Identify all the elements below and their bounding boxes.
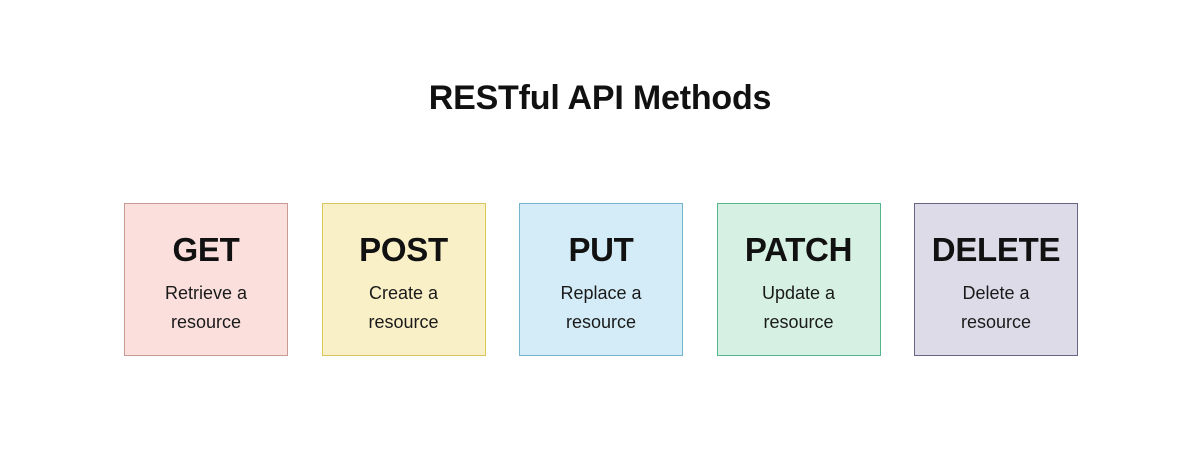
method-card-delete[interactable]: DELETE Delete a resource xyxy=(914,203,1078,356)
method-name: PUT xyxy=(568,231,634,268)
method-cards-row: GET Retrieve a resource POST Create a re… xyxy=(124,203,1078,356)
method-card-put[interactable]: PUT Replace a resource xyxy=(519,203,683,356)
method-description: Delete a resource xyxy=(960,283,1032,332)
method-description: Update a resource xyxy=(761,283,836,332)
method-name: DELETE xyxy=(931,231,1061,268)
method-card-patch[interactable]: PATCH Update a resource xyxy=(716,203,881,356)
method-description: Retrieve a resource xyxy=(164,283,248,332)
method-card-post[interactable]: POST Create a resource xyxy=(321,203,486,356)
page-title: RESTful API Methods xyxy=(428,79,772,117)
method-name: POST xyxy=(359,231,448,268)
method-name: PATCH xyxy=(744,231,853,268)
method-name: GET xyxy=(172,231,240,268)
method-description: Create a resource xyxy=(368,283,439,332)
method-card-get[interactable]: GET Retrieve a resource xyxy=(124,203,288,356)
method-description: Replace a resource xyxy=(560,283,642,332)
